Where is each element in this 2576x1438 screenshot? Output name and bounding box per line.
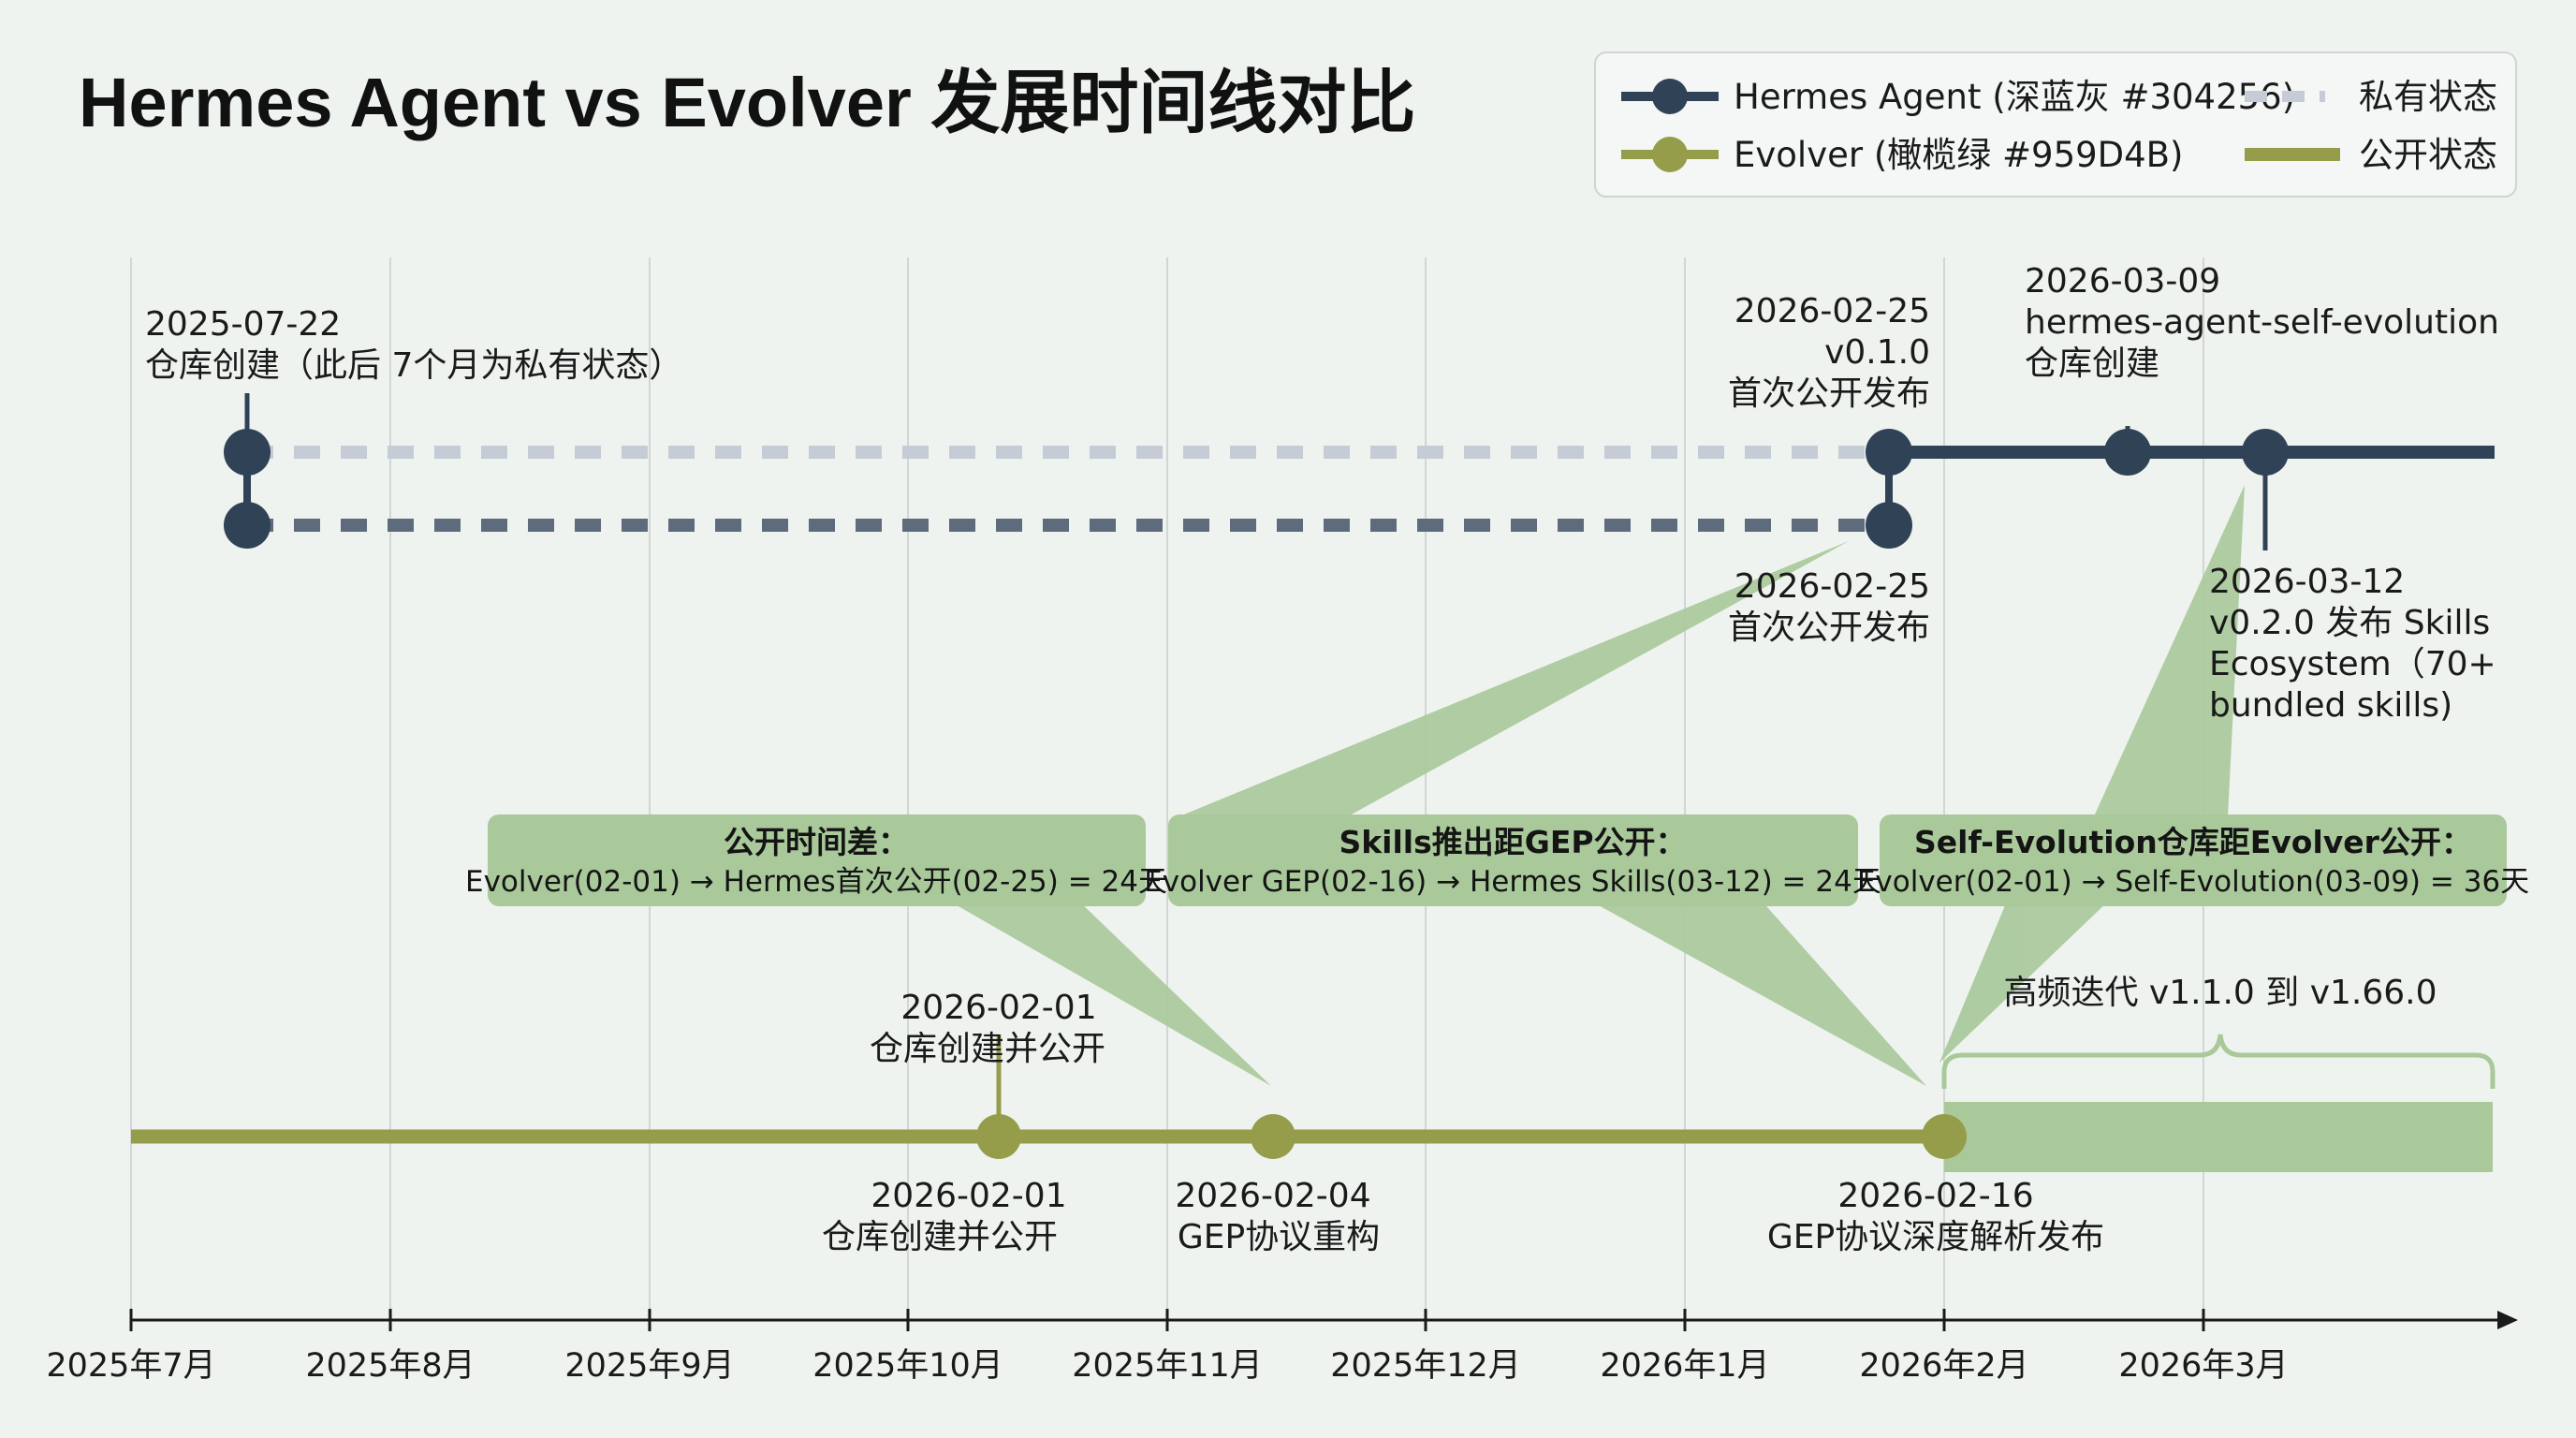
hermes-start-node-lower (224, 502, 271, 549)
legend: Hermes Agent (深蓝灰 #304256) Evolver (橄榄绿 … (1594, 51, 2517, 198)
callout3-pointer-up (2094, 485, 2245, 816)
month-grid (130, 257, 2204, 1320)
hermes-release-node (1866, 429, 1912, 476)
axis-label-jul: 2025年7月 (46, 1347, 215, 1385)
hermes-release2-date: 2026-02-25 (1734, 567, 1930, 606)
hermes-release2-desc: 首次公开发布 (1728, 609, 1930, 647)
hermes-start-node (224, 429, 271, 476)
axis-label-jan: 2026年1月 (1600, 1347, 1769, 1385)
evolver-e1-desc: 仓库创建并公开 (822, 1218, 1058, 1256)
legend-public: 公开状态 (2245, 135, 2497, 175)
legend-hermes-marker (1652, 79, 1688, 114)
callout-arrows (945, 485, 2245, 1086)
hermes-labels: 2025-07-22 仓库创建（此后 7个月为私有状态） 2026-02-25 … (145, 262, 2499, 725)
callout-2-box (1168, 814, 1858, 906)
hermes-v020-line2: Ecosystem（70+ (2209, 645, 2496, 683)
legend-evolver: Evolver (橄榄绿 #959D4B) (1621, 135, 2184, 175)
evolver-track (131, 1034, 2496, 1172)
axis-label-nov: 2025年11月 (1072, 1347, 1263, 1385)
axis-label-mar: 2026年3月 (2118, 1347, 2288, 1385)
hermes-v020-node (2242, 429, 2289, 476)
evolver-labels: 2026-02-01 仓库创建并公开 2026-02-01 仓库创建并公开 20… (822, 974, 2437, 1256)
legend-private: 私有状态 (2245, 77, 2497, 117)
evolver-e2-node (1251, 1114, 1295, 1159)
time-axis: 2025年7月 2025年8月 2025年9月 2025年10月 2025年11… (46, 1309, 2518, 1385)
callout-2-text: Evolver GEP(02-16) → Hermes Skills(03-12… (1144, 865, 1881, 899)
callout-3-text: Evolver(02-01) → Self-Evolution(03-09) =… (1857, 865, 2529, 899)
hermes-track (224, 393, 2495, 550)
hermes-release-date: 2026-02-25 (1734, 292, 1930, 330)
legend-hermes: Hermes Agent (深蓝灰 #304256) (1621, 77, 2295, 117)
axis-label-sep: 2025年9月 (564, 1347, 734, 1385)
hermes-release-desc: 首次公开发布 (1728, 374, 1930, 413)
iteration-brace (1941, 1034, 2496, 1089)
evolver-e2-date: 2026-02-04 (1175, 1177, 1370, 1215)
hermes-release-node-lower (1866, 502, 1912, 549)
callout2-pointer-to-hermes (1179, 541, 1849, 816)
hermes-selfevo-desc: 仓库创建 (2025, 345, 2159, 383)
page-title: Hermes Agent vs Evolver 发展时间线对比 (79, 64, 1415, 141)
legend-hermes-label: Hermes Agent (深蓝灰 #304256) (1734, 77, 2295, 117)
evolver-iteration-band (1944, 1102, 2493, 1172)
legend-private-label: 私有状态 (2359, 77, 2497, 117)
callout-2-title: Skills推出距GEP公开： (1339, 824, 1686, 860)
hermes-start-desc: 仓库创建（此后 7个月为私有状态） (145, 346, 682, 385)
legend-evolver-label: Evolver (橄榄绿 #959D4B) (1734, 135, 2184, 175)
callout-1: 公开时间差： Evolver(02-01) → Hermes首次公开(02-25… (465, 814, 1167, 906)
evolver-e3-node (1922, 1114, 1967, 1159)
hermes-selfevo-date: 2026-03-09 (2025, 262, 2220, 301)
hermes-selfevo-node (2104, 429, 2151, 476)
callout-2: Skills推出距GEP公开： Evolver GEP(02-16) → Her… (1144, 814, 1881, 906)
callout3-pointer-down (1939, 899, 2111, 1063)
callout-1-text: Evolver(02-01) → Hermes首次公开(02-25) = 24天 (465, 865, 1167, 899)
hermes-release-version: v0.1.0 (1824, 333, 1930, 372)
hermes-start-date: 2025-07-22 (145, 305, 341, 344)
hermes-v020-line3: bundled skills) (2209, 686, 2452, 725)
hermes-selfevo-name: hermes-agent-self-evolution (2025, 303, 2499, 342)
evolver-e2-desc: GEP协议重构 (1178, 1218, 1380, 1256)
axis-label-feb: 2026年2月 (1859, 1347, 2028, 1385)
evolver-e1-date: 2026-02-01 (871, 1177, 1066, 1215)
evolver-e3-date: 2026-02-16 (1837, 1177, 2033, 1215)
callout-3-title: Self-Evolution仓库距Evolver公开： (1914, 824, 2472, 860)
axis-arrow-icon (2497, 1311, 2518, 1329)
callout-1-box (488, 814, 1146, 906)
callout-3: Self-Evolution仓库距Evolver公开： Evolver(02-0… (1857, 814, 2529, 906)
callout-3-box (1880, 814, 2507, 906)
callout1-pointer (945, 899, 1271, 1086)
axis-labels: 2025年7月 2025年8月 2025年9月 2025年10月 2025年11… (46, 1347, 2288, 1385)
evolver-e1-node (976, 1114, 1021, 1159)
axis-label-oct: 2025年10月 (812, 1347, 1003, 1385)
legend-evolver-marker (1652, 137, 1688, 172)
hermes-v020-line1: v0.2.0 发布 Skills (2209, 604, 2490, 642)
hermes-v020-date: 2026-03-12 (2209, 563, 2405, 601)
callout-1-title: 公开时间差： (724, 824, 909, 860)
axis-ticks (129, 1309, 2205, 1331)
axis-label-aug: 2025年8月 (305, 1347, 475, 1385)
evolver-iteration-label: 高频迭代 v1.1.0 到 v1.66.0 (2003, 974, 2437, 1012)
axis-label-dec: 2025年12月 (1330, 1347, 1521, 1385)
evolver-e1-top-desc: 仓库创建并公开 (870, 1030, 1105, 1068)
callout2-pointer-to-evolver (1587, 899, 1926, 1086)
evolver-e3-desc: GEP协议深度解析发布 (1767, 1218, 2104, 1256)
evolver-e1-top-date: 2026-02-01 (900, 989, 1096, 1027)
legend-public-label: 公开状态 (2359, 135, 2497, 175)
